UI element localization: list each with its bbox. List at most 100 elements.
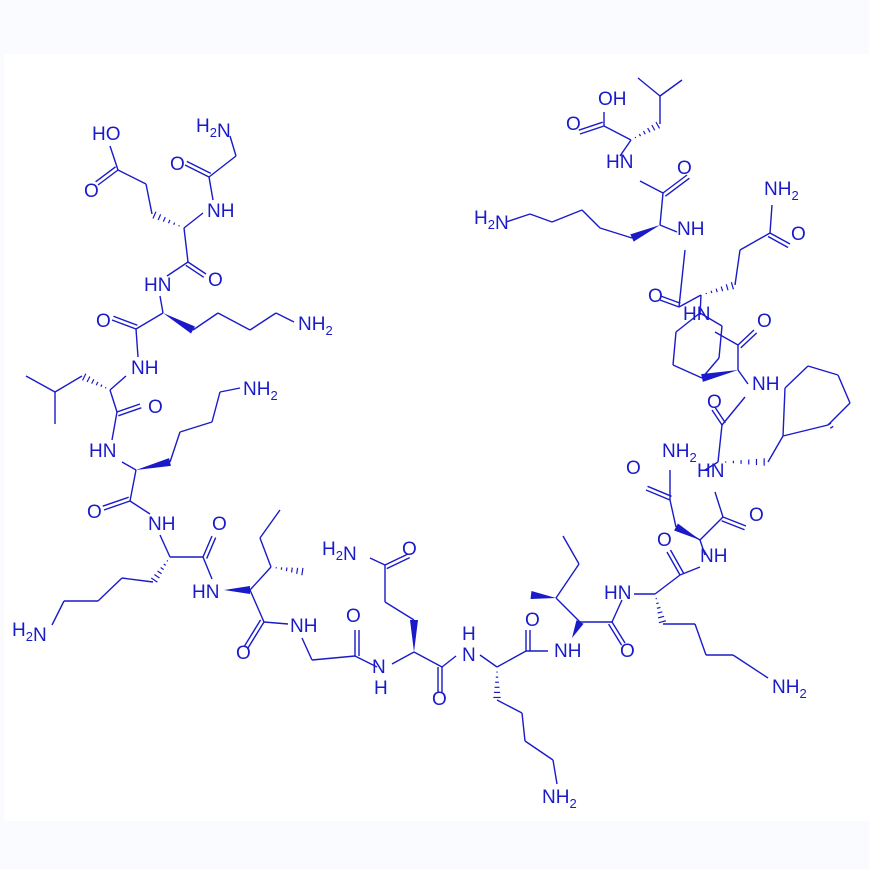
double-bond-second-line (661, 295, 681, 304)
single-bond (782, 387, 786, 437)
single-bond (111, 411, 118, 441)
hash-bond-segment (81, 373, 87, 381)
single-bond (249, 589, 265, 623)
atom-label: NH2 (542, 787, 577, 811)
wedge-bond (530, 591, 556, 599)
wedge-bond (630, 225, 660, 242)
single-bond (769, 204, 773, 234)
atom-label: O (402, 539, 417, 560)
single-bond (121, 461, 137, 471)
single-bond (413, 651, 443, 668)
single-bond (129, 469, 137, 502)
double-bond (737, 329, 755, 346)
atom-label: H2N (322, 539, 357, 565)
single-bond (672, 331, 677, 366)
double-bond (116, 403, 141, 413)
hash-bond-segment (710, 290, 713, 294)
double-bond-second-line (608, 623, 623, 646)
single-bond (259, 537, 272, 568)
atom-label: NH (148, 514, 175, 535)
hash-bond-segment (157, 214, 162, 221)
single-bond (679, 566, 701, 576)
single-bond (717, 424, 723, 463)
atom-label: HO (92, 124, 121, 145)
atom-label: H (374, 678, 388, 699)
single-bond (109, 389, 118, 413)
double-bond (111, 319, 137, 330)
hash-bond-segment (162, 216, 166, 222)
atom-label: O (148, 397, 163, 418)
single-bond (369, 557, 386, 566)
hash-bond-segment (285, 567, 288, 572)
single-bond (121, 577, 154, 583)
double-bond (579, 125, 605, 135)
atom-label: NH2 (772, 677, 807, 701)
hash-bond-segment (658, 620, 667, 624)
wedge-bond (136, 458, 171, 470)
single-bond (97, 577, 123, 602)
double-bond (722, 516, 747, 527)
single-bond (672, 364, 703, 379)
single-bond (837, 374, 851, 404)
atom-label: O (87, 502, 102, 523)
double-bond-second-line (206, 537, 217, 559)
atom-label: O (432, 689, 447, 710)
double-bond (187, 261, 207, 275)
hash-bond-segment (91, 378, 95, 384)
single-bond (384, 601, 415, 621)
single-bond (211, 391, 221, 423)
single-bond (275, 312, 295, 323)
single-bond (739, 232, 771, 251)
single-bond (496, 699, 523, 714)
single-bond (51, 600, 65, 626)
double-bond (827, 422, 832, 426)
single-bond (354, 655, 378, 668)
atom-label: NH2 (764, 179, 799, 203)
single-bond (208, 155, 237, 178)
double-bond-second-line (829, 425, 834, 429)
double-bond-second-line (669, 549, 685, 574)
double-bond-second-line (386, 556, 411, 570)
atom-label: O (170, 154, 185, 175)
single-bond (135, 312, 164, 330)
atom-label: O (566, 114, 581, 135)
hash-bond-segment (95, 381, 99, 386)
single-bond (718, 325, 723, 359)
single-bond (782, 424, 829, 437)
hash-bond-segment (157, 570, 162, 575)
single-bond (555, 597, 581, 623)
single-bond (767, 435, 784, 463)
atom-label: O (346, 606, 361, 627)
single-bond (659, 192, 664, 226)
single-bond (555, 563, 580, 599)
single-bond (654, 574, 681, 595)
hash-bond-segment (638, 133, 642, 137)
double-bond-second-line (647, 485, 672, 497)
single-bond (524, 740, 554, 761)
atom-label: O (212, 514, 227, 535)
wedge-bond (163, 313, 195, 334)
double-bond (769, 232, 791, 245)
double-bond (103, 500, 131, 511)
single-bond (603, 125, 632, 141)
single-bond (678, 249, 686, 308)
atom-label: NH (752, 374, 779, 395)
atom-label: O (620, 641, 635, 662)
single-bond (581, 209, 601, 229)
hash-bond-segment (658, 615, 665, 619)
hash-bond-segment (656, 602, 659, 605)
atom-label: HN (683, 304, 710, 325)
single-bond (714, 331, 739, 346)
double-bond (662, 174, 688, 194)
single-bond (714, 491, 724, 518)
double-bond (666, 551, 681, 576)
atom-label: O (749, 505, 764, 526)
double-bond (202, 535, 213, 558)
hash-bond-segment (152, 211, 157, 219)
hash-bond-segment (100, 384, 103, 388)
atom-label: HN (697, 461, 724, 482)
hash-bond-segment (642, 130, 646, 135)
single-bond (807, 365, 839, 376)
hash-bond-segment (167, 219, 171, 224)
